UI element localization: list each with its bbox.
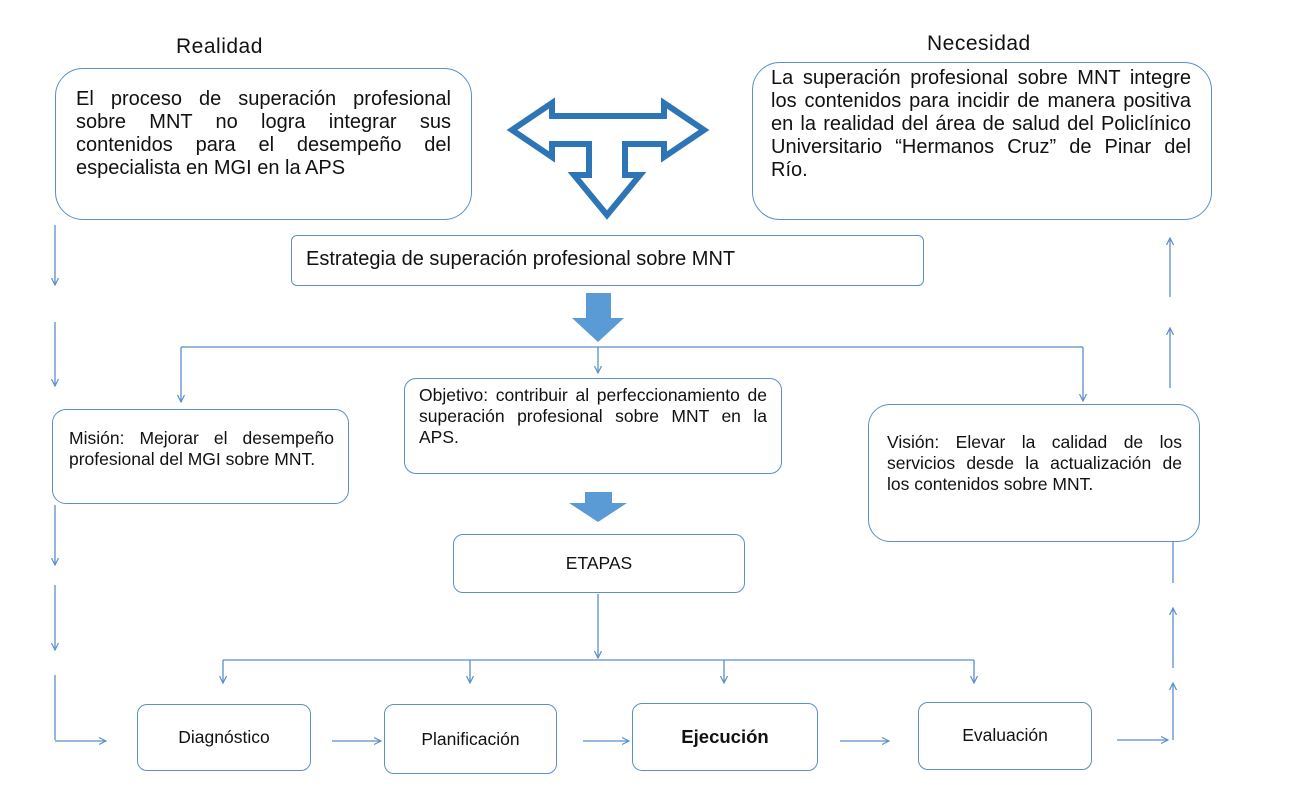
necesidad-box: La superación profesional sobre MNT inte… [752,62,1212,220]
vision-box: Visión: Elevar la calidad de los servici… [868,404,1200,542]
planificacion-box: Planificación [384,704,557,774]
necesidad-text: La superación profesional sobre MNT inte… [771,67,1191,181]
realidad-heading: Realidad [176,35,263,58]
necesidad-heading: Necesidad [927,32,1031,55]
mision-text: Misión: Mejorar el desempeño profesional… [69,428,334,469]
realidad-box: El proceso de superación profesional sob… [55,68,472,220]
etapas-box: ETAPAS [453,534,745,593]
ejecucion-box: Ejecución [632,703,818,771]
estrategia-text: Estrategia de superación profesional sob… [306,248,736,270]
mision-box: Misión: Mejorar el desempeño profesional… [52,409,349,504]
diagnostico-label: Diagnóstico [178,727,270,747]
ejecucion-label: Ejecución [681,726,769,747]
realidad-text: El proceso de superación profesional sob… [76,88,451,179]
diagnostico-box: Diagnóstico [137,704,311,771]
objetivo-box: Objetivo: contribuir al perfeccionamient… [404,378,782,474]
vision-text: Visión: Elevar la calidad de los servici… [887,432,1182,494]
evaluacion-box: Evaluación [918,702,1092,770]
etapas-label: ETAPAS [565,553,633,573]
estrategia-box: Estrategia de superación profesional sob… [291,235,924,286]
objetivo-text: Objetivo: contribuir al perfeccionamient… [419,385,767,447]
evaluacion-label: Evaluación [962,725,1048,745]
down-arrow-etapas [569,492,627,522]
t-shaped-double-arrow [506,97,710,220]
down-arrow-strategy [572,293,624,342]
planificacion-label: Planificación [421,729,520,749]
